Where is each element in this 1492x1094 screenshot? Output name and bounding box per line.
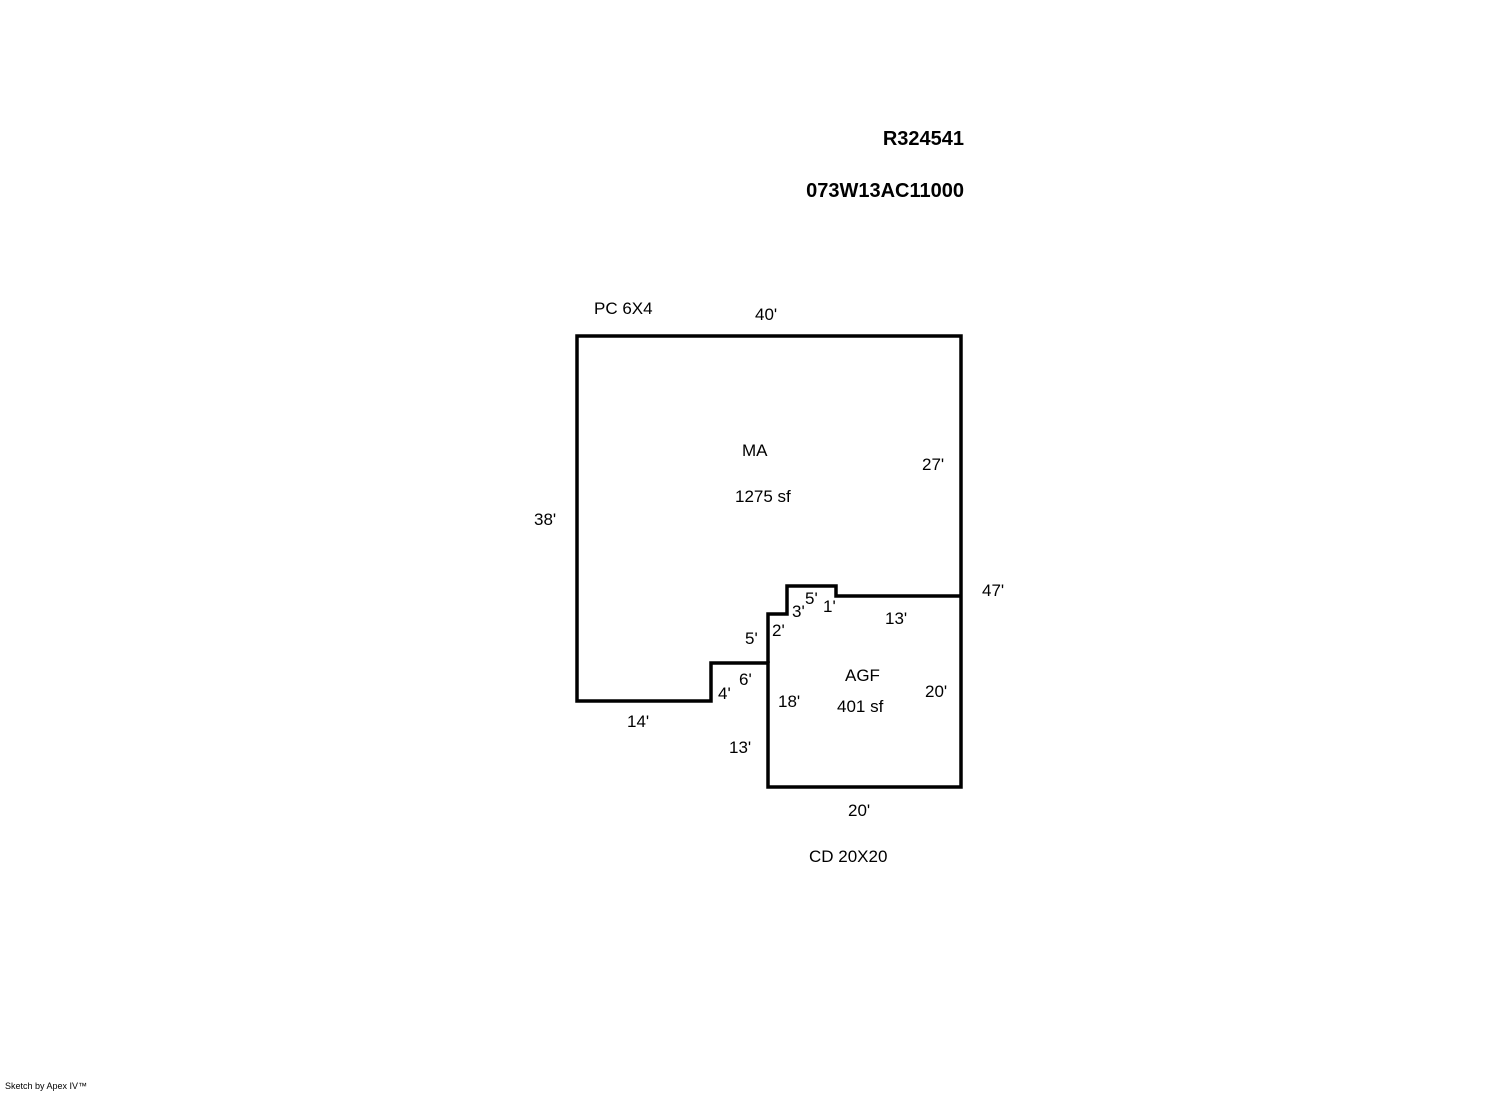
dim-step-5b: 5' (805, 589, 818, 608)
dim-left: 38' (534, 510, 557, 529)
deck-label: CD 20X20 (809, 847, 888, 866)
ma-code: MA (742, 441, 768, 460)
agf-code: AGF (845, 666, 880, 685)
dim-left-lower: 13' (729, 738, 752, 757)
dim-step-5: 5' (745, 629, 758, 648)
dim-step-4: 4' (718, 684, 731, 703)
dim-bottom-left: 14' (627, 712, 650, 731)
dim-agf-left: 18' (778, 692, 801, 711)
dim-agf-top: 13' (885, 609, 908, 628)
account-id: R324541 (882, 128, 964, 150)
porch-label: PC 6X4 (594, 299, 653, 318)
dim-agf-right: 20' (925, 682, 948, 701)
dim-step-3: 3' (792, 602, 805, 621)
garage-outline (766, 584, 961, 663)
map-tax-lot: 073W13AC11000 (806, 180, 964, 202)
footer-credit: Sketch by Apex IV™ (5, 1081, 88, 1091)
dim-top: 40' (755, 305, 778, 324)
dim-step-2: 2' (772, 621, 785, 640)
ma-area: 1275 sf (735, 487, 791, 506)
dim-right-upper: 27' (922, 455, 945, 474)
dim-step-6: 6' (739, 670, 752, 689)
dim-step-1: 1' (823, 597, 836, 616)
dim-right-total: 47' (982, 581, 1005, 600)
dim-agf-bottom: 20' (848, 801, 871, 820)
agf-area: 401 sf (837, 697, 884, 716)
